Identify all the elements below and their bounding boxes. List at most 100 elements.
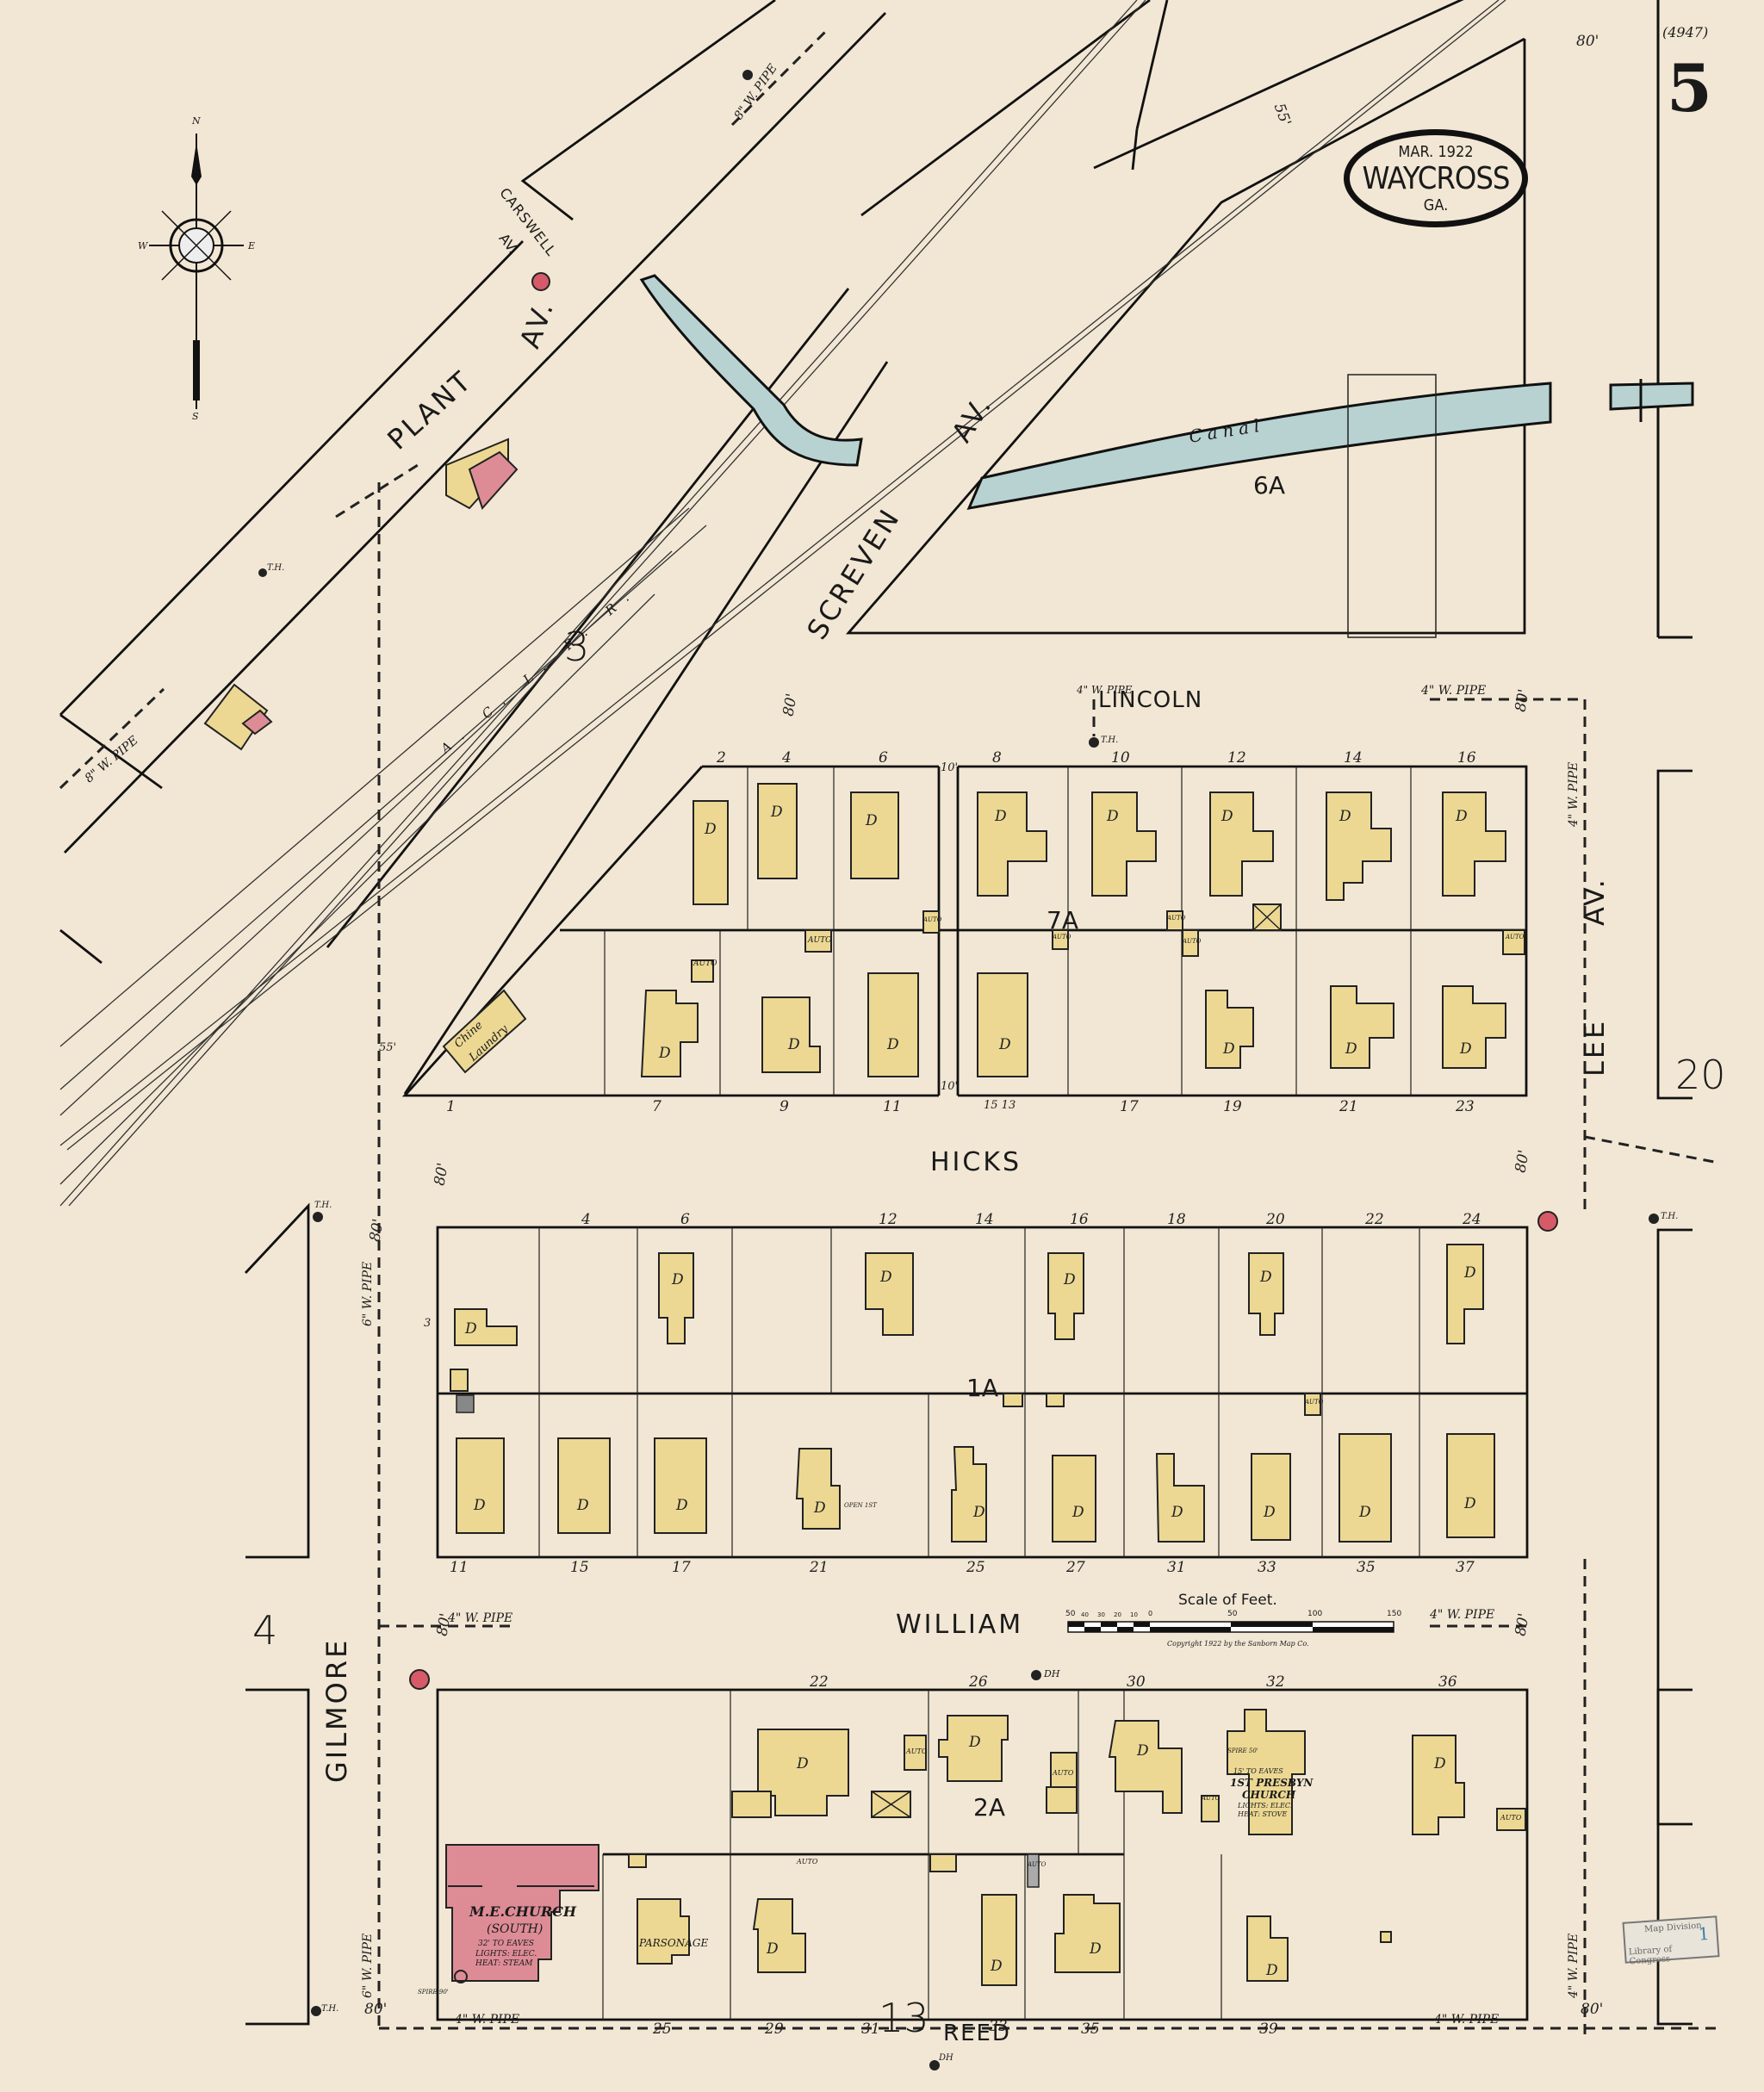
dwellings-2a xyxy=(628,1709,1526,1986)
dwelling-marker: D xyxy=(465,1320,477,1338)
dwelling-marker: D xyxy=(1223,1040,1235,1058)
address-number: 23 xyxy=(1456,1098,1475,1115)
dwelling-marker: D xyxy=(814,1499,826,1517)
address-number: 14 xyxy=(1344,749,1363,767)
dwelling-marker: D xyxy=(1090,1940,1102,1958)
block-7a xyxy=(401,765,1528,1097)
address-number: 10 xyxy=(1111,749,1130,767)
pipe-6in-gilmore-south: 6" W. PIPE xyxy=(361,1933,375,1998)
scale-tick: 100 xyxy=(1307,1610,1323,1618)
block-2a: 2A xyxy=(973,1793,1005,1822)
width-80-reed-west: 80' xyxy=(364,2001,388,2018)
pipe-4in-lee: 4" W. PIPE xyxy=(1567,761,1581,827)
dwelling-marker: D xyxy=(1072,1504,1084,1521)
library-stamp: Map Division Library of Congress 1 xyxy=(1622,1915,1720,1966)
adjacent-sheet-20: 20 xyxy=(1675,1052,1726,1098)
hydrant-label: T.H. xyxy=(321,2004,339,2014)
width-80-lincoln: 80' xyxy=(780,692,801,718)
address-number: 35 xyxy=(1357,1559,1376,1576)
address-number: 15 xyxy=(570,1559,589,1576)
presby-eaves: 15' TO EAVES xyxy=(1233,1767,1283,1775)
address-number: 31 xyxy=(1167,1559,1186,1576)
auto-garage-label: AUTO xyxy=(1506,934,1525,940)
dwelling-marker: D xyxy=(1434,1755,1446,1772)
hydrant-label: T.H. xyxy=(1661,1212,1679,1221)
alley-width: 10' xyxy=(941,761,959,774)
address-number: 33 xyxy=(989,2018,1008,2035)
scale-tick: 50 xyxy=(1065,1610,1076,1618)
street-lee-av-suffix: AV. xyxy=(1578,877,1611,926)
dwelling-marker: D xyxy=(797,1755,809,1772)
auto-garage-label: AUTO xyxy=(1500,1814,1522,1822)
dwelling-marker: D xyxy=(1064,1271,1076,1288)
address-number: 22 xyxy=(810,1673,829,1691)
width-80-top: 80' xyxy=(1576,33,1599,50)
address-number: 21 xyxy=(810,1559,829,1576)
dwelling-marker: D xyxy=(866,812,878,829)
width-80-hicks-east: 80' xyxy=(1512,1148,1533,1175)
address-number: 15 13 xyxy=(984,1099,1016,1112)
address-number: 8 xyxy=(992,749,1002,767)
auto-garage-label: AUTO xyxy=(1305,1399,1324,1406)
sheet-number: 5 xyxy=(1667,50,1712,127)
address-number: 24 xyxy=(1463,1211,1481,1228)
dwelling-marker: D xyxy=(788,1036,800,1053)
dwelling-marker: D xyxy=(676,1497,688,1514)
canal xyxy=(639,274,863,467)
title-city: WAYCROSS xyxy=(1362,160,1511,196)
pipe-4in-reed-east: 4" W. PIPE xyxy=(1434,2013,1500,2027)
me-church xyxy=(445,1844,599,1982)
scale-tick: 150 xyxy=(1387,1610,1402,1618)
presby-heat: HEAT: STOVE xyxy=(1238,1810,1288,1818)
dwelling-marker: D xyxy=(1456,808,1468,825)
address-number: 11 xyxy=(450,1559,469,1576)
scale-bar xyxy=(1067,1621,1394,1633)
dwelling-marker: D xyxy=(1266,1962,1278,1979)
compass-e: E xyxy=(248,240,256,251)
me-church-lights: LIGHTS: ELEC. xyxy=(475,1950,537,1959)
pipe-4in-lee-north: 4" W. PIPE xyxy=(1421,684,1487,698)
address-number: 31 xyxy=(861,2021,880,2038)
address-number: 36 xyxy=(1438,1673,1457,1691)
address-number: 2 xyxy=(717,749,726,767)
address-number: 27 xyxy=(1066,1559,1085,1576)
scale-tick: 30 xyxy=(1097,1611,1105,1618)
dwelling-marker: D xyxy=(1460,1040,1472,1058)
street-lincoln: LINCOLN xyxy=(1098,687,1203,713)
width-55-left: 55' xyxy=(379,1041,397,1054)
title-date: MAR. 1922 xyxy=(1398,142,1474,161)
address-number: 37 xyxy=(1456,1559,1475,1576)
address-number: 12 xyxy=(1227,749,1246,767)
address-number: 20 xyxy=(1266,1211,1285,1228)
adjacent-sheet-4: 4 xyxy=(252,1607,278,1654)
dwelling-marker: D xyxy=(1171,1504,1183,1521)
address-number: 1 xyxy=(446,1098,456,1115)
address-number: 17 xyxy=(672,1559,691,1576)
adjacent-sheet-13: 13 xyxy=(879,1995,929,2041)
dwelling-marker: D xyxy=(771,804,783,821)
pipe-4in-lincoln: 4" W. PIPE xyxy=(1077,684,1133,696)
address-number: 35 xyxy=(1081,2021,1100,2038)
auto-garage-label: AUTO xyxy=(1202,1795,1221,1802)
dwelling-marker: D xyxy=(1339,808,1351,825)
auto-garage-label: AUTO xyxy=(1167,915,1186,922)
me-church-spire: SPIRE 90' xyxy=(418,1989,449,1996)
dwelling-marker: D xyxy=(1264,1504,1276,1521)
address-number: 29 xyxy=(765,2021,784,2038)
address-number: 3 xyxy=(424,1317,432,1330)
address-number: 12 xyxy=(879,1211,898,1228)
street-lee-av: LEE xyxy=(1578,1018,1611,1077)
me-church-sub: (SOUTH) xyxy=(487,1922,543,1936)
hydrant-label: T.H. xyxy=(267,563,285,573)
dwelling-marker: D xyxy=(659,1045,671,1062)
address-number: 32 xyxy=(1266,1673,1285,1691)
copyright: Copyright 1922 by the Sanborn Map Co. xyxy=(1167,1640,1309,1648)
compass-rose xyxy=(149,133,244,409)
address-number: 16 xyxy=(1070,1211,1089,1228)
pipe-4in-william-east: 4" W. PIPE xyxy=(1430,1608,1495,1622)
dwelling-marker: D xyxy=(991,1958,1003,1975)
dwelling-marker: D xyxy=(1359,1504,1371,1521)
address-number: 16 xyxy=(1457,749,1476,767)
